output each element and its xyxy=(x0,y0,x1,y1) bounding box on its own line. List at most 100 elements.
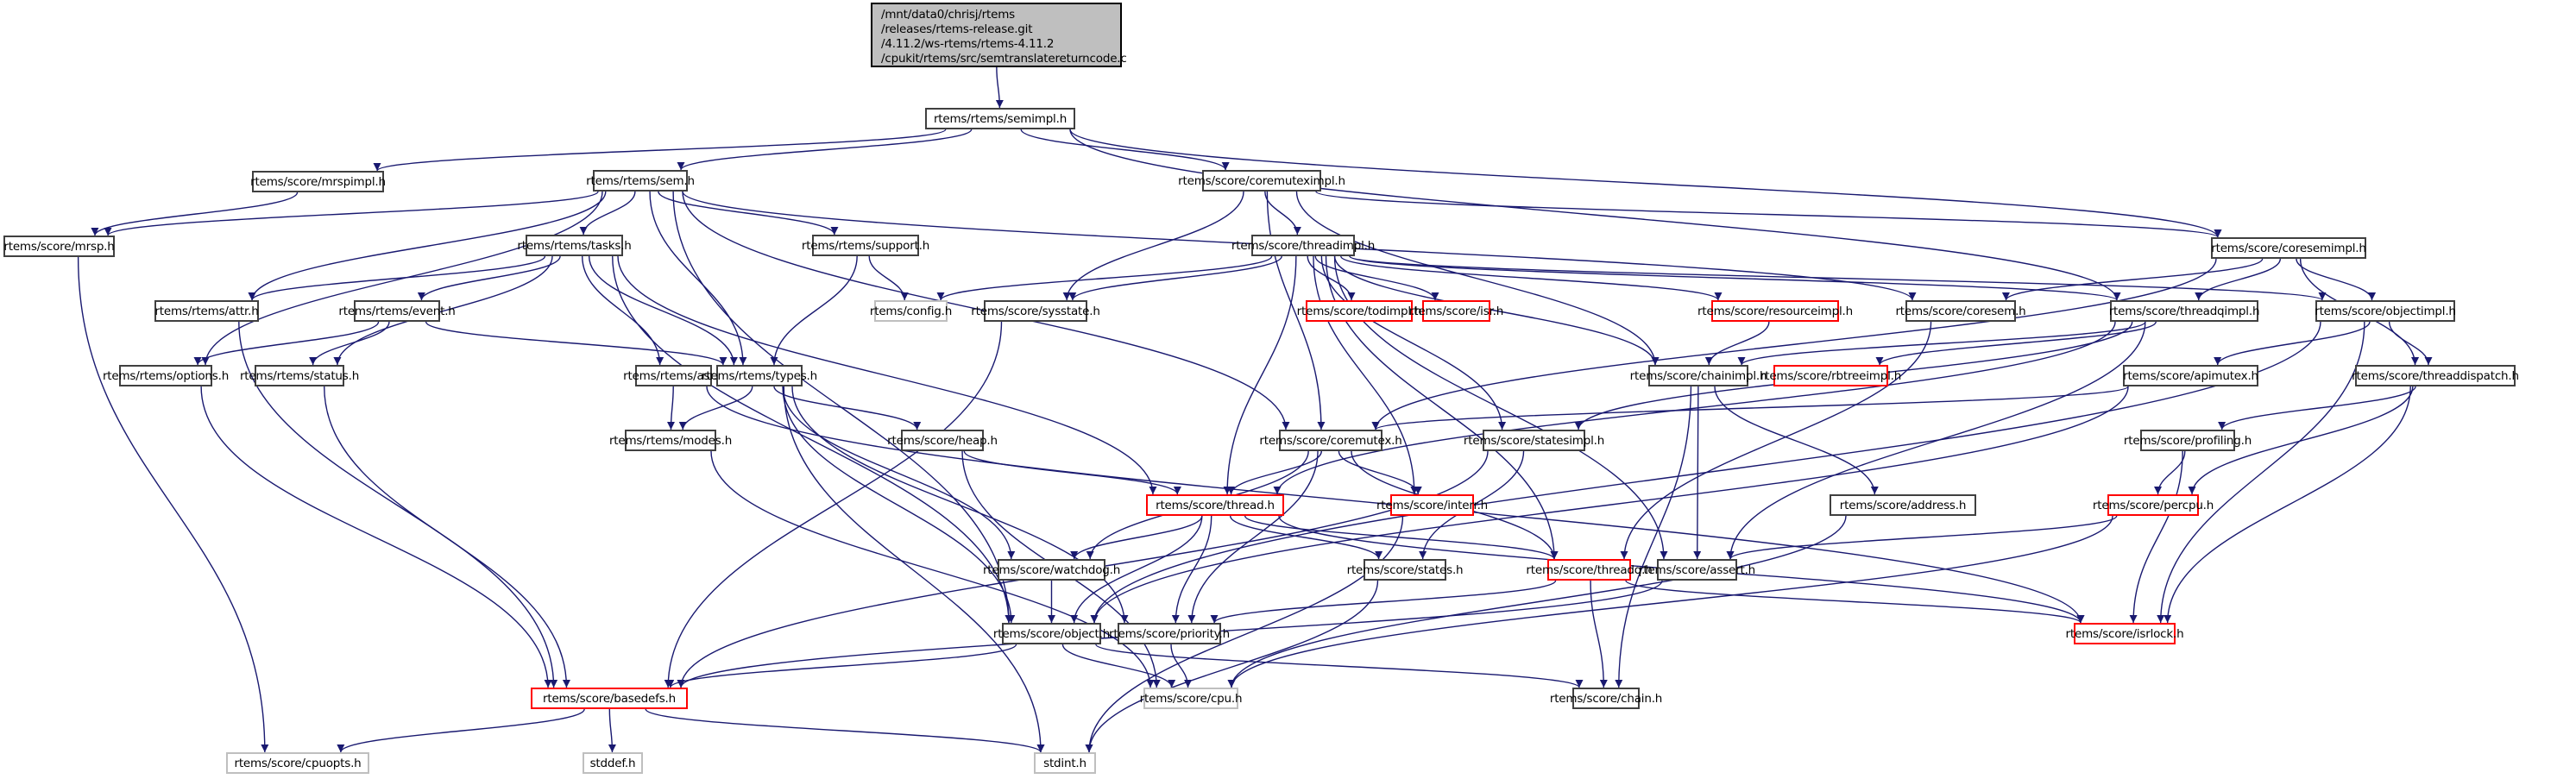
graph-node-profiling[interactable]: rtems/score/profiling.h xyxy=(2124,430,2252,451)
graph-node-label: rtems/score/interr.h xyxy=(1376,498,1489,512)
graph-node-event[interactable]: rtems/rtems/event.h xyxy=(338,300,456,322)
edge-types-to-priority xyxy=(791,386,1129,624)
graph-node-percpu[interactable]: rtems/score/percpu.h xyxy=(2093,494,2214,516)
graph-node-label: rtems/rtems/attr.h xyxy=(154,304,259,318)
graph-node-label: rtems/score/coresem.h xyxy=(1895,304,2026,318)
graph-node-label: rtems/score/watchdog.h xyxy=(982,562,1121,577)
graph-node-threadimpl[interactable]: rtems/score/threadimpl.h xyxy=(1231,235,1375,256)
graph-node-label: rtems/score/states.h xyxy=(1346,562,1464,577)
graph-node-root[interactable]: /mnt/data0/chrisj/rtems /releases/rtems-… xyxy=(871,3,1127,67)
edge-semimpl-to-threadqimpl xyxy=(1069,129,2121,301)
graph-node-label: rtems/score/threadqimpl.h xyxy=(2108,304,2260,318)
graph-node-types[interactable]: rtems/rtems/types.h xyxy=(702,365,817,386)
graph-node-coresem[interactable]: rtems/score/coresem.h xyxy=(1895,300,2026,322)
graph-node-address[interactable]: rtems/score/address.h xyxy=(1830,494,1976,516)
graph-node-label: rtems/score/coresemimpl.h xyxy=(2211,241,2366,255)
edge-coresem-to-threadq xyxy=(1620,321,1932,560)
graph-node-options[interactable]: rtems/rtems/options.h xyxy=(103,365,229,386)
graph-node-label: rtems/score/thread.h xyxy=(1156,498,1275,512)
graph-node-todimpl[interactable]: rtems/score/todimpl.h xyxy=(1297,300,1422,322)
graph-node-stdint[interactable]: stdint.h xyxy=(1034,752,1096,774)
graph-node-interr[interactable]: rtems/score/interr.h xyxy=(1376,494,1488,516)
edge-object-to-basedefs xyxy=(666,644,1017,688)
graph-node-threaddispatch[interactable]: rtems/score/threaddispatch.h xyxy=(2352,365,2519,386)
graph-node-label: rtems/score/sysstate.h xyxy=(971,304,1100,318)
edge-heap-to-thread xyxy=(963,450,1181,495)
graph-node-stddef[interactable]: stddef.h xyxy=(583,752,643,774)
edge-coresemimpl-to-coremutex xyxy=(1371,258,2217,430)
edge-sem-to-tasks xyxy=(579,191,636,236)
graph-node-label: rtems/score/object.h xyxy=(992,626,1111,641)
graph-node-cpuopts[interactable]: rtems/score/cpuopts.h xyxy=(226,752,369,774)
edge-address-to-cpu xyxy=(1227,515,1847,688)
graph-node-assert[interactable]: rtems/score/assert.h xyxy=(1639,559,1755,581)
graph-node-label: rtems/rtems/sem.h xyxy=(586,173,695,188)
graph-node-label: rtems/score/chainimpl.h xyxy=(1629,368,1767,383)
graph-node-chainimpl[interactable]: rtems/score/chainimpl.h xyxy=(1630,365,1767,386)
graph-node-rbtreeimpl[interactable]: rtems/score/rbtreeimpl.h xyxy=(1760,365,1901,386)
edge-objectimpl-to-isrlock xyxy=(2157,321,2365,624)
graph-node-coresemimpl[interactable]: rtems/score/coresemimpl.h xyxy=(2211,237,2366,259)
graph-node-sem[interactable]: rtems/rtems/sem.h xyxy=(586,170,695,192)
graph-node-coremuteximpl[interactable]: rtems/score/coremuteximpl.h xyxy=(1178,170,1345,192)
edge-thread-to-watchdog xyxy=(1070,515,1203,560)
edge-coremutex-to-interr xyxy=(1338,450,1422,495)
graph-node-attr[interactable]: rtems/rtems/attr.h xyxy=(154,300,259,322)
graph-node-config[interactable]: rtems/config.h xyxy=(870,300,952,322)
edge-support-to-config xyxy=(868,255,909,301)
edge-event-to-options xyxy=(193,321,380,366)
graph-node-label: rtems/score/todimpl.h xyxy=(1296,304,1422,318)
edge-sem-to-mrsp xyxy=(104,191,599,236)
edge-tasks-to-event xyxy=(417,255,561,301)
edge-threadimpl-to-statesimpl xyxy=(1320,255,1507,430)
graph-node-object[interactable]: rtems/score/object.h xyxy=(993,623,1110,644)
graph-node-sysstate[interactable]: rtems/score/sysstate.h xyxy=(971,300,1100,322)
graph-node-mrspimpl[interactable]: rtems/score/mrspimpl.h xyxy=(250,171,386,192)
edge-thread-to-object xyxy=(1070,515,1203,624)
edge-coremuteximpl-to-threadimpl xyxy=(1264,191,1301,236)
graph-node-threadqimpl[interactable]: rtems/score/threadqimpl.h xyxy=(2108,300,2260,322)
graph-node-semimpl[interactable]: rtems/rtems/semimpl.h xyxy=(925,108,1075,129)
edge-mrspimpl-to-mrsp xyxy=(91,192,299,236)
graph-node-modes[interactable]: rtems/rtems/modes.h xyxy=(609,430,732,451)
graph-node-statesimpl[interactable]: rtems/score/statesimpl.h xyxy=(1464,430,1604,451)
graph-node-cpu[interactable]: rtems/score/cpu.h xyxy=(1140,688,1243,709)
graph-node-mrsp[interactable]: rtems/score/mrsp.h xyxy=(3,236,115,257)
graph-node-label: rtems/score/percpu.h xyxy=(2092,498,2214,512)
graph-node-chain[interactable]: rtems/score/chain.h xyxy=(1550,688,1662,709)
graph-node-tasks[interactable]: rtems/rtems/tasks.h xyxy=(517,235,632,256)
edge-event-to-status xyxy=(309,321,390,366)
graph-node-isr[interactable]: rtems/score/isr.h xyxy=(1409,300,1503,322)
graph-node-isrlock[interactable]: rtems/score/isrlock.h xyxy=(2066,623,2184,644)
graph-node-objectimpl[interactable]: rtems/score/objectimpl.h xyxy=(2315,300,2456,322)
edge-types-to-heap xyxy=(773,386,922,430)
graph-node-resourceimpl[interactable]: rtems/score/resourceimpl.h xyxy=(1697,300,1853,322)
graph-node-states[interactable]: rtems/score/states.h xyxy=(1347,559,1464,581)
graph-node-priority[interactable]: rtems/score/priority.h xyxy=(1109,623,1230,644)
graph-node-label: rtems/score/threaddispatch.h xyxy=(2352,368,2519,383)
edge-semimpl-to-sem xyxy=(677,129,973,171)
graph-node-asr[interactable]: rtems/rtems/asr.h xyxy=(623,365,724,386)
edge-chainimpl-to-assert xyxy=(1693,386,1702,560)
edge-types-to-modes xyxy=(678,386,753,430)
graph-node-basedefs[interactable]: rtems/score/basedefs.h xyxy=(531,688,688,709)
edge-coremuteximpl-to-sysstate xyxy=(1062,191,1244,301)
edge-types-to-stdint xyxy=(783,386,1045,753)
graph-node-support[interactable]: rtems/rtems/support.h xyxy=(802,235,929,256)
graph-node-coremutex[interactable]: rtems/score/coremutex.h xyxy=(1259,430,1402,451)
edge-profiling-to-percpu xyxy=(2154,450,2186,495)
graph-node-label: rtems/score/rbtreeimpl.h xyxy=(1760,368,1902,383)
graph-node-heap[interactable]: rtems/score/heap.h xyxy=(887,430,998,451)
graph-node-threadq[interactable]: rtems/score/threadq.h xyxy=(1526,559,1653,581)
edge-sysstate-to-basedefs xyxy=(664,321,1003,688)
graph-node-status[interactable]: rtems/rtems/status.h xyxy=(240,365,359,386)
graph-node-watchdog[interactable]: rtems/score/watchdog.h xyxy=(983,559,1120,581)
edge-coresemimpl-to-threadqimpl xyxy=(2195,258,2282,301)
edge-coremutex-to-priority xyxy=(1187,450,1319,624)
graph-node-thread[interactable]: rtems/score/thread.h xyxy=(1146,494,1284,516)
graph-node-label: rtems/score/coremuteximpl.h xyxy=(1178,173,1345,188)
edge-chainimpl-to-chain xyxy=(1615,386,1692,688)
edge-semimpl-to-mrspimpl xyxy=(373,129,947,172)
edge-tasks-to-thread xyxy=(617,255,1157,495)
graph-node-apimutex[interactable]: rtems/score/apimutex.h xyxy=(2123,365,2258,386)
